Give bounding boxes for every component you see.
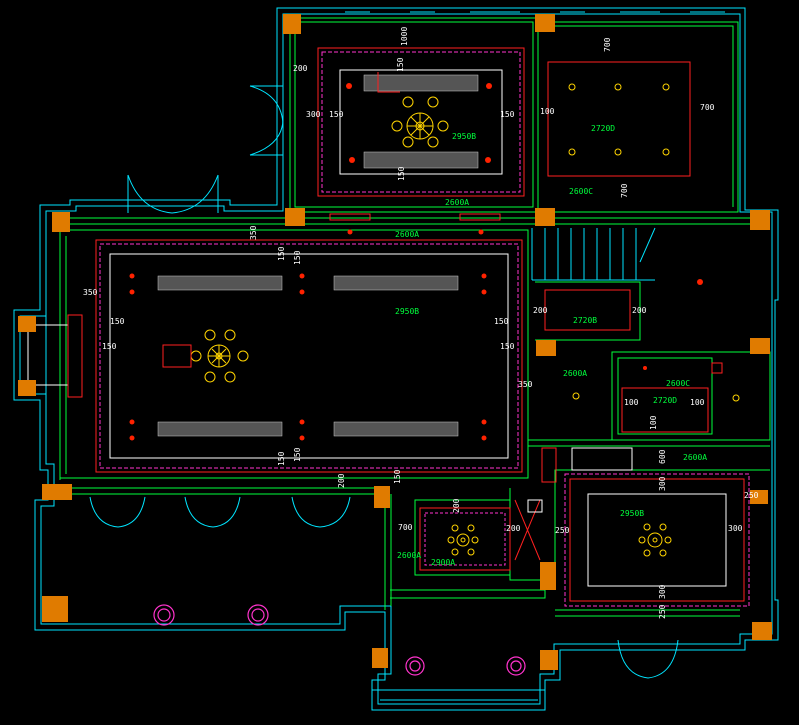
dimension-label: 700 bbox=[603, 37, 612, 52]
dimension-label: 150 bbox=[500, 342, 515, 351]
dimension-label: 200 bbox=[632, 306, 647, 315]
dimension-label: 150 bbox=[277, 451, 286, 466]
tag-bottom-left-corridor: 2600A bbox=[397, 551, 421, 560]
dimension-label: 250 bbox=[555, 526, 570, 535]
grille-hall-bottom-right bbox=[333, 421, 459, 437]
dimension-label: 150 bbox=[293, 447, 302, 462]
dimension-label: 350 bbox=[83, 288, 98, 297]
tag-main-hall: 2950B bbox=[395, 307, 419, 316]
dimension-label: 150 bbox=[397, 166, 406, 181]
planters bbox=[153, 604, 526, 676]
dimension-label: 1000 bbox=[400, 27, 409, 46]
chandeliers bbox=[190, 72, 740, 557]
tag-hall-corridor: 2600A bbox=[395, 230, 419, 239]
downlights-red bbox=[129, 83, 703, 441]
columns bbox=[18, 14, 772, 670]
dimension-label: 100 bbox=[624, 398, 639, 407]
grille-hall-top-left bbox=[157, 275, 283, 291]
tag-small-right-room: 2600C bbox=[666, 379, 690, 388]
dimension-label: 300 bbox=[658, 476, 667, 491]
interior-walls bbox=[55, 17, 771, 617]
chandelier-main-hall bbox=[190, 329, 249, 383]
dimension-label: 250 bbox=[744, 491, 759, 500]
dimension-label: 100 bbox=[540, 107, 555, 116]
dimension-label: 150 bbox=[494, 317, 509, 326]
dimension-label: 350 bbox=[518, 380, 533, 389]
tag-stair-landing: 2600A bbox=[563, 369, 587, 378]
dimension-label: 700 bbox=[620, 183, 629, 198]
chandelier-top-room bbox=[391, 96, 449, 148]
dimension-label: 200 bbox=[452, 498, 461, 513]
dimension-label: 150 bbox=[393, 469, 402, 484]
downlights-yellow bbox=[568, 83, 740, 402]
dimension-label: 150 bbox=[277, 246, 286, 261]
dimension-label: 600 bbox=[658, 449, 667, 464]
chandelier-bottom-right bbox=[638, 523, 672, 557]
dimension-label: 150 bbox=[500, 110, 515, 119]
grille-top-room-lower bbox=[363, 151, 479, 169]
tag-bottom-right-corridor: 2600A bbox=[683, 453, 707, 462]
dimension-label: 150 bbox=[293, 250, 302, 265]
chandelier-bottom-middle bbox=[447, 524, 479, 556]
pipe-marker bbox=[377, 72, 400, 93]
air-grilles bbox=[157, 74, 479, 437]
dimension-label: 200 bbox=[293, 64, 308, 73]
hvac-units bbox=[162, 213, 723, 374]
ceiling-tags: 2950B 2720D 2600C 2600A 2600A 2950B 2720… bbox=[395, 124, 707, 567]
tag-bottom-right-room: 2950B bbox=[620, 509, 644, 518]
dimension-label: 200 bbox=[533, 306, 548, 315]
tag-small-right-inner: 2720D bbox=[653, 396, 677, 405]
doors bbox=[89, 11, 725, 679]
dimension-label: 100 bbox=[649, 415, 658, 430]
dimension-labels: 200 300 150 150 150 1000 150 700 100 700… bbox=[83, 27, 759, 619]
grille-hall-bottom-left bbox=[157, 421, 283, 437]
dimension-label: 250 bbox=[658, 604, 667, 619]
dimension-label: 300 bbox=[728, 524, 743, 533]
dimension-label: 150 bbox=[102, 342, 117, 351]
dimension-label: 300 bbox=[658, 584, 667, 599]
tag-top-right-room: 2720D bbox=[591, 124, 615, 133]
dimension-label: 700 bbox=[398, 523, 413, 532]
grille-top-room-upper bbox=[363, 74, 479, 92]
dimension-label: 200 bbox=[506, 524, 521, 533]
dimension-label: 350 bbox=[249, 225, 258, 240]
dimension-label: 700 bbox=[700, 103, 715, 112]
outer-walls bbox=[13, 7, 779, 711]
tag-top-left-room: 2950B bbox=[452, 132, 476, 141]
tag-top-right-corridor: 2600C bbox=[569, 187, 593, 196]
dimension-label: 150 bbox=[110, 317, 125, 326]
tag-bottom-middle-room: 2900A bbox=[431, 558, 455, 567]
dimension-label: 150 bbox=[329, 110, 344, 119]
dimension-label: 200 bbox=[337, 473, 346, 488]
ceiling-outlines bbox=[19, 47, 750, 607]
tag-top-corridor: 2600A bbox=[445, 198, 469, 207]
tag-stair-side-room: 2720B bbox=[573, 316, 597, 325]
dimension-label: 100 bbox=[690, 398, 705, 407]
dimension-label: 300 bbox=[306, 110, 321, 119]
dimension-label: 150 bbox=[396, 57, 405, 72]
grille-hall-top-right bbox=[333, 275, 459, 291]
